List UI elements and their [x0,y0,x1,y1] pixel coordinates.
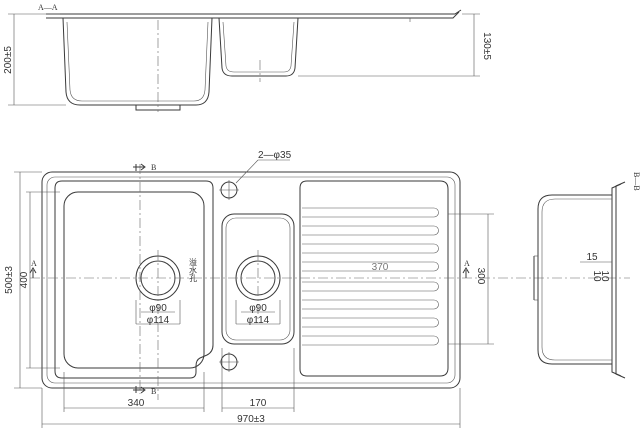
drainer-groove [302,281,439,292]
drainer-grooves [302,207,439,346]
drain-main-inner-label: φ90 [149,303,167,314]
bb-dim-15: 15 [586,252,598,263]
hole-dim-label: 2—φ35 [258,150,292,161]
dim-970: 970±3 [237,414,265,425]
section-a-label-right: A [464,259,470,268]
section-label-aa: A—A [38,3,58,12]
drainer-width-dim: 370 [372,262,389,273]
drainer-groove [302,207,439,218]
sink-outline [41,171,461,389]
main-bowl-rim [54,180,214,379]
small-bowl-inner [225,217,291,341]
aa-main-bowl [62,17,213,106]
section-b-arrow-top [133,163,146,171]
aa-dim-130: 130±5 [481,32,492,60]
aa-dim-200: 200±5 [3,46,14,74]
section-a-arrow-left [29,267,37,278]
dim-170: 170 [250,398,267,409]
section-b-label-top: B [151,163,156,172]
section-a-label-left: A [31,259,37,268]
section-view-bb: B—B 15 10 10 [533,172,641,379]
overflow-label: 溢水孔 [189,257,198,283]
main-bowl [63,191,205,369]
bb-rim-inner [611,183,622,377]
bb-rim-outer [615,181,626,379]
bb-bowl-inner [541,198,612,361]
drainer-groove [302,335,439,346]
aa-main-bowl-inner [66,21,209,102]
bb-dim-10: 10 [591,270,602,282]
aa-small-bowl [218,17,299,77]
aa-rim-inner [46,11,460,19]
plan-view: 溢水孔 2—φ35 [4,150,630,428]
drain-main-outer-label: φ114 [147,315,170,326]
section-label-bb: B—B [632,172,641,191]
drainer-groove [302,225,439,236]
bb-bowl-profile [537,194,612,365]
section-b-arrow-bottom [133,386,146,394]
hole-leader [235,159,259,184]
dim-340: 340 [128,398,145,409]
drainer-groove [302,299,439,310]
dim-500: 500±3 [4,266,15,294]
drain-small-outer-label: φ114 [247,315,270,326]
drainer-board [299,180,449,377]
dim-300: 300 [475,268,486,285]
small-bowl [221,213,295,345]
section-view-aa: A—A 200±5 130±5 [3,3,492,112]
dim-400: 400 [19,271,30,288]
drainer-groove [302,317,439,328]
aa-rim-top [46,9,462,15]
drain-small-inner-label: φ90 [249,303,267,314]
section-a-arrow-right [462,267,470,278]
bb-dim-10b: 10 [599,270,610,282]
aa-small-bowl-inner [222,21,295,73]
drainer-groove [302,261,439,272]
drainer-groove [302,243,439,254]
sink-outline-inner [46,176,456,384]
section-b-label-bottom: B [151,387,156,396]
